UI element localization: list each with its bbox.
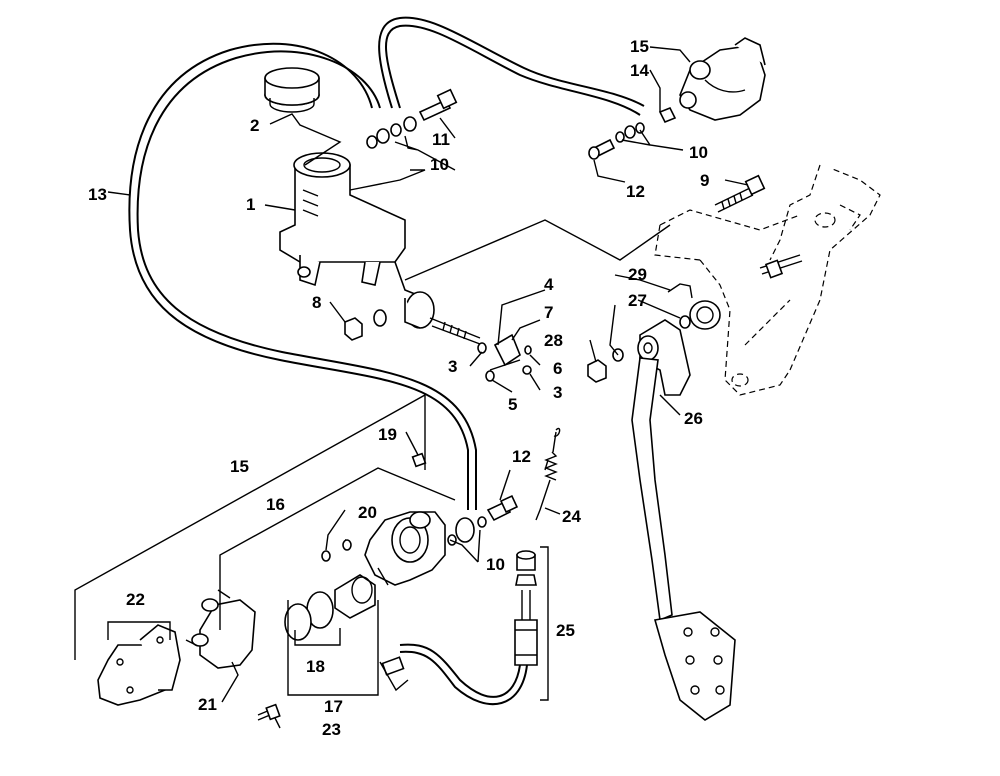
label-25: 25 (556, 621, 575, 640)
reservoir-cap (264, 67, 320, 113)
label-17: 17 (324, 697, 343, 716)
label-28: 28 (544, 331, 563, 350)
banjo-fittings-upper (366, 88, 458, 149)
nut-28 (587, 359, 607, 383)
label-10b: 10 (689, 143, 708, 162)
brake-pedal (631, 319, 736, 721)
label-24: 24 (562, 507, 581, 526)
label-20: 20 (358, 503, 377, 522)
label-23: 23 (322, 720, 341, 739)
banjo-fitting-lower (447, 494, 519, 546)
label-29: 29 (628, 265, 647, 284)
part-labels: 1 2 3 3 4 5 6 7 8 9 10 10 10 11 12 12 13… (88, 37, 709, 739)
pedal-mount-bracket (654, 164, 881, 396)
brake-pads-22 (97, 624, 181, 706)
piston-18 (284, 574, 376, 641)
label-2: 2 (250, 116, 259, 135)
label-19: 19 (378, 425, 397, 444)
label-11: 11 (432, 130, 450, 149)
brake-light-switch (514, 550, 538, 666)
return-spring (535, 427, 561, 521)
label-14: 14 (630, 61, 649, 80)
label-4: 4 (544, 275, 554, 294)
label-1: 1 (246, 195, 255, 214)
group-outline-16 (219, 467, 456, 630)
label-22: 22 (126, 590, 145, 609)
bleeder-screw-19 (411, 452, 427, 468)
brake-hose-13 (128, 42, 477, 510)
group-bracket-17 (287, 600, 379, 696)
label-21: 21 (198, 695, 217, 714)
label-15b: 15 (230, 457, 249, 476)
label-7: 7 (544, 303, 553, 322)
group-bracket-22 (107, 621, 171, 640)
label-15a: 15 (630, 37, 649, 56)
group-bracket-18 (294, 628, 341, 646)
label-27: 27 (628, 291, 647, 310)
leader-lines (107, 46, 749, 729)
caliper-bracket-21 (185, 589, 256, 669)
label-6: 6 (553, 359, 562, 378)
pivot-bolt (714, 174, 766, 213)
label-3b: 3 (553, 383, 562, 402)
label-9: 9 (700, 171, 709, 190)
bolt-23 (257, 703, 281, 721)
label-12a: 12 (626, 182, 645, 201)
brake-hose-14 (378, 16, 645, 116)
switch-wire-harness (379, 643, 528, 706)
label-5: 5 (508, 395, 517, 414)
group-bracket-25 (540, 546, 549, 701)
group-outline-15 (74, 393, 426, 660)
label-18: 18 (306, 657, 325, 676)
seals-20 (321, 539, 352, 562)
label-10a: 10 (430, 155, 449, 174)
caliper-body-lower (364, 511, 446, 586)
label-16: 16 (266, 495, 285, 514)
label-8: 8 (312, 293, 321, 312)
clevis-assembly (477, 333, 532, 382)
label-10c: 10 (486, 555, 505, 574)
label-13: 13 (88, 185, 107, 204)
label-12b: 12 (512, 447, 531, 466)
nut-8 (344, 309, 387, 341)
pedal-clip (667, 283, 693, 299)
brake-caliper-upper (588, 37, 766, 160)
label-3a: 3 (448, 357, 457, 376)
label-26: 26 (684, 409, 703, 428)
